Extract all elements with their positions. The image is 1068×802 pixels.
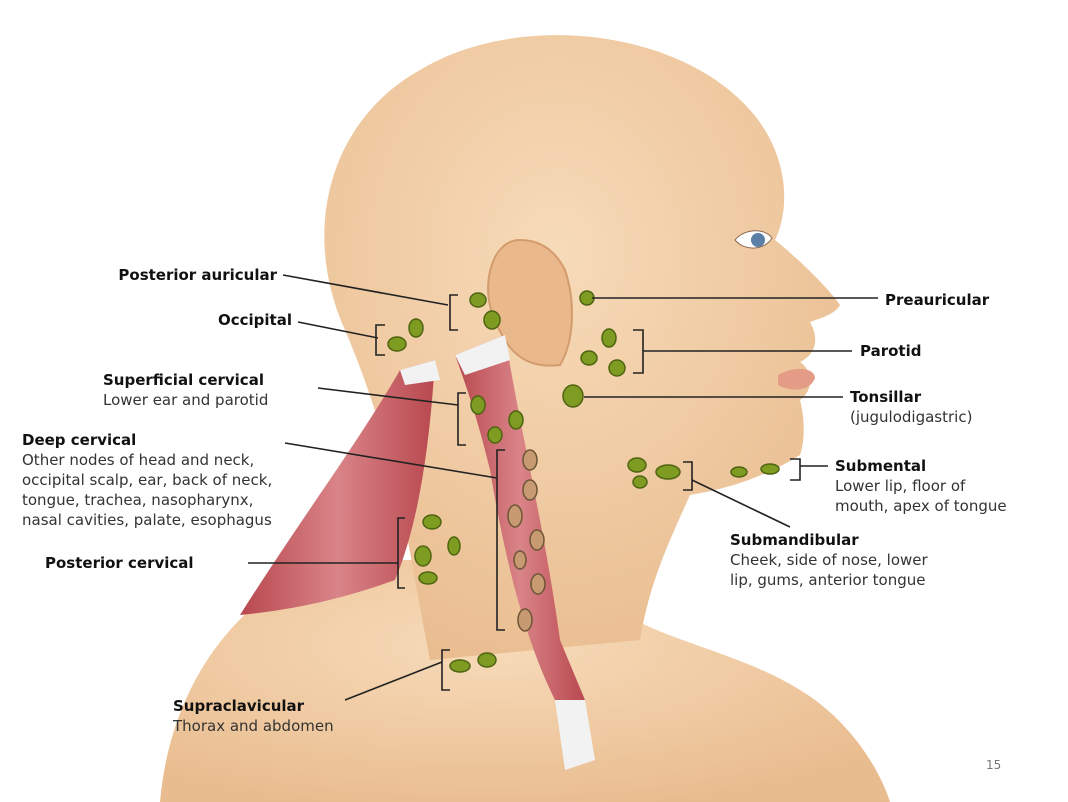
label-superficial-cervical: Superficial cervical Lower ear and parot… <box>103 370 268 410</box>
iris <box>751 233 765 247</box>
leader-lines <box>248 274 878 701</box>
label-title: Supraclavicular <box>173 697 305 715</box>
label-occipital: Occipital <box>218 310 292 330</box>
label-title: Posterior auricular <box>118 266 277 284</box>
tendon <box>455 335 510 375</box>
shoulders <box>160 560 890 802</box>
label-desc: nasal cavities, palate, esophagus <box>22 511 272 529</box>
label-parotid: Parotid <box>860 341 921 361</box>
label-submandibular: Submandibular Cheek, side of nose, lower… <box>730 530 928 590</box>
lymph-nodes <box>387 290 780 673</box>
label-title: Superficial cervical <box>103 371 264 389</box>
label-supraclavicular: Supraclavicular Thorax and abdomen <box>173 696 334 736</box>
tendon <box>555 700 595 770</box>
label-title: Occipital <box>218 311 292 329</box>
label-desc: Lower ear and parotid <box>103 391 269 409</box>
label-title: Submandibular <box>730 531 859 549</box>
label-desc: tongue, trachea, nasopharynx, <box>22 491 254 509</box>
label-title: Preauricular <box>885 291 990 309</box>
label-desc: (jugulodigastric) <box>850 408 973 426</box>
tendon <box>400 360 440 385</box>
label-title: Tonsillar <box>850 388 922 406</box>
label-title: Submental <box>835 457 927 475</box>
label-desc: Thorax and abdomen <box>173 717 334 735</box>
page-number: 15 <box>986 758 1002 772</box>
label-desc: occipital scalp, ear, back of neck, <box>22 471 273 489</box>
label-tonsillar: Tonsillar (jugulodigastric) <box>850 387 972 427</box>
label-preauricular: Preauricular <box>885 290 989 310</box>
label-desc: mouth, apex of tongue <box>835 497 1007 515</box>
trapezius-muscle <box>240 360 435 615</box>
lips <box>778 368 815 390</box>
head <box>324 35 841 660</box>
label-title: Deep cervical <box>22 431 137 449</box>
label-posterior-auricular: Posterior auricular <box>118 265 277 285</box>
label-posterior-cervical: Posterior cervical <box>45 553 194 573</box>
label-desc: Lower lip, floor of <box>835 477 966 495</box>
deep-cervical-nodes <box>507 449 546 632</box>
label-title: Parotid <box>860 342 922 360</box>
label-desc: lip, gums, anterior tongue <box>730 571 926 589</box>
label-desc: Other nodes of head and neck, <box>22 451 255 469</box>
ear <box>487 238 573 367</box>
label-deep-cervical: Deep cervical Other nodes of head and ne… <box>22 430 272 530</box>
label-desc: Cheek, side of nose, lower <box>730 551 928 569</box>
label-title: Posterior cervical <box>45 554 194 572</box>
label-submental: Submental Lower lip, floor of mouth, ape… <box>835 456 1007 516</box>
